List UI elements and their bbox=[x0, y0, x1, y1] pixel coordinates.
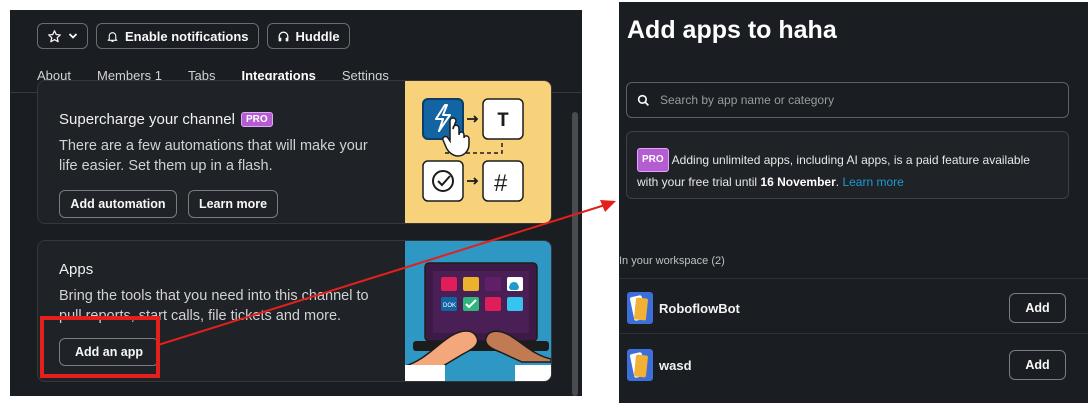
app-icon bbox=[627, 292, 653, 324]
pro-badge: PRO bbox=[240, 112, 273, 127]
learn-more-link[interactable]: Learn more bbox=[842, 175, 904, 189]
channel-tabs: About Members 1 Tabs Integrations Settin… bbox=[37, 68, 415, 91]
channel-header-buttons: Enable notifications Huddle bbox=[37, 23, 350, 49]
headphones-icon bbox=[278, 31, 288, 41]
hash-icon: # bbox=[494, 170, 508, 197]
app-row-roboflowbot: RoboflowBot Add bbox=[619, 281, 1088, 331]
app-name: RoboflowBot bbox=[659, 301, 740, 316]
text-icon: T bbox=[497, 110, 509, 133]
dok-badge: DOK bbox=[443, 303, 456, 309]
highlight-box bbox=[40, 316, 160, 378]
add-wasd-button[interactable]: Add bbox=[1009, 350, 1066, 380]
tab-settings[interactable]: Settings bbox=[341, 68, 389, 83]
tab-about[interactable]: About bbox=[37, 68, 71, 83]
notice-text: Adding unlimited apps, including AI apps… bbox=[637, 153, 1030, 189]
app-search-input[interactable] bbox=[658, 92, 1042, 108]
laptop-illustration: DOK bbox=[404, 262, 551, 381]
app-row-wasd: wasd Add bbox=[619, 338, 1088, 388]
enable-notifications-label: Enable notifications bbox=[125, 28, 249, 44]
star-icon bbox=[48, 29, 61, 42]
huddle-label: Huddle bbox=[295, 28, 340, 44]
apps-illustration: DOK bbox=[404, 241, 551, 381]
dialog-title: Add apps to haha bbox=[627, 16, 837, 44]
tab-tabs[interactable]: Tabs bbox=[188, 68, 216, 83]
row-divider bbox=[619, 333, 1088, 334]
apps-card-title: Apps bbox=[59, 261, 94, 278]
pro-badge: PRO bbox=[637, 148, 669, 172]
learn-more-button[interactable]: Learn more bbox=[188, 190, 278, 218]
notice-text-after: . bbox=[835, 175, 843, 189]
search-icon bbox=[637, 94, 649, 106]
bell-icon bbox=[107, 31, 118, 42]
app-icon bbox=[627, 349, 653, 381]
app-name: wasd bbox=[659, 358, 692, 373]
tab-members[interactable]: Members 1 bbox=[96, 68, 163, 83]
notice-date: 16 November bbox=[760, 175, 836, 189]
scrollbar[interactable] bbox=[572, 112, 578, 396]
add-roboflowbot-button[interactable]: Add bbox=[1009, 293, 1066, 323]
automation-card-description: There are a few automations that will ma… bbox=[59, 138, 368, 174]
huddle-button[interactable]: Huddle bbox=[266, 23, 350, 49]
add-automation-button[interactable]: Add automation bbox=[59, 190, 177, 218]
workflow-illustration: T # bbox=[422, 98, 524, 202]
workspace-section-label: In your workspace (2) bbox=[619, 255, 725, 267]
app-search-box[interactable] bbox=[626, 82, 1069, 118]
row-divider bbox=[619, 278, 1088, 279]
enable-notifications-button[interactable]: Enable notifications bbox=[96, 23, 259, 49]
chevron-down-icon bbox=[68, 33, 78, 39]
automation-illustration: T # bbox=[405, 81, 551, 223]
star-dropdown-button[interactable] bbox=[37, 23, 88, 49]
